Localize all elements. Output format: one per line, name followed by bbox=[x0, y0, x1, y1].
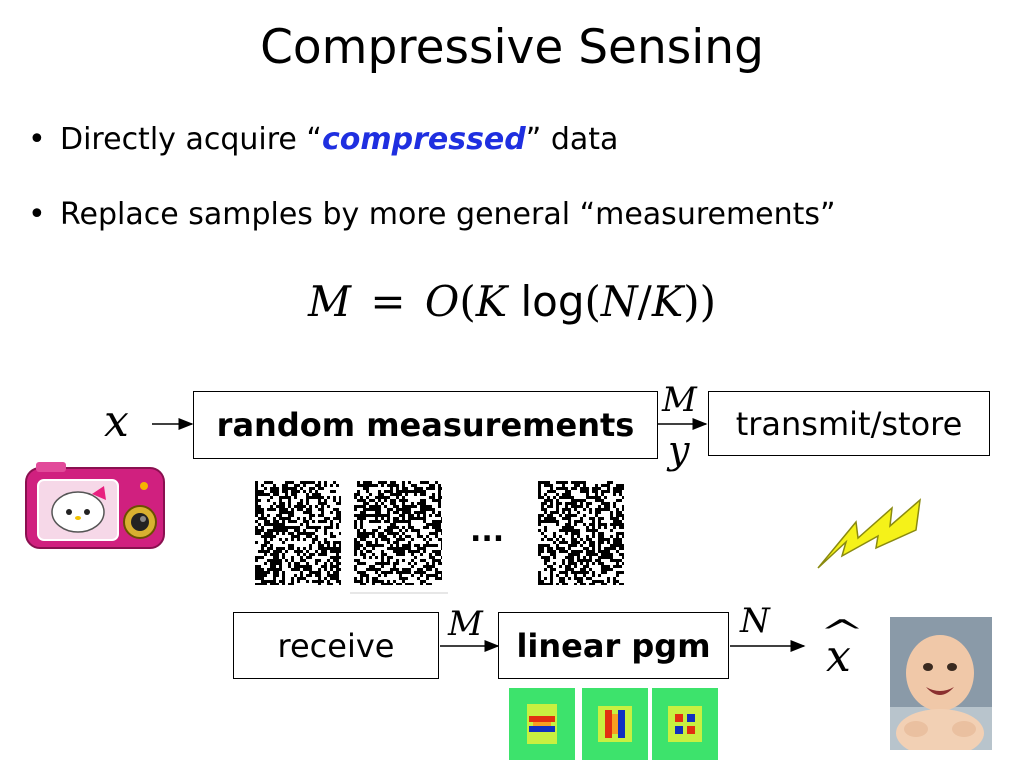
bullet-dot: • bbox=[28, 122, 46, 157]
emphasis-compressed: compressed bbox=[321, 122, 526, 157]
label-n: N bbox=[740, 601, 770, 641]
label-m-bottom: M bbox=[448, 604, 483, 644]
formula-paren-open-2: ( bbox=[584, 277, 601, 326]
formula-k-2: K bbox=[651, 277, 684, 326]
lightning-icon bbox=[817, 498, 922, 569]
output-x-hat: ^ x bbox=[819, 616, 865, 682]
formula-n: N bbox=[600, 277, 638, 326]
label-y: y bbox=[668, 428, 690, 472]
basis-image-2 bbox=[582, 688, 648, 760]
camera-icon bbox=[25, 462, 165, 549]
slide-title: Compressive Sensing bbox=[260, 20, 764, 75]
formula-log: log bbox=[520, 277, 585, 326]
transmit-store-box: transmit/store bbox=[708, 391, 990, 456]
label-m-top: M bbox=[662, 380, 697, 420]
formula-equals: = bbox=[370, 277, 406, 326]
hat-accent: ^ bbox=[819, 613, 865, 653]
bullet-text-after: ” data bbox=[525, 122, 619, 157]
bullet-replace-samples: • Replace samples by more general “measur… bbox=[28, 195, 836, 235]
bullet-directly-acquire: • Directly acquire “compressed” data bbox=[28, 120, 618, 160]
bullet-text: Replace samples by more general “measure… bbox=[60, 197, 836, 232]
receive-box: receive bbox=[233, 612, 439, 679]
formula-paren-close: )) bbox=[683, 277, 716, 326]
baby-photo bbox=[890, 617, 992, 750]
random-pattern-3 bbox=[538, 481, 624, 585]
basis-image-1 bbox=[509, 688, 575, 760]
random-pattern-1 bbox=[255, 481, 341, 585]
formula: M = O(K log(N/K)) bbox=[0, 272, 1024, 332]
linear-pgm-box: linear pgm bbox=[498, 612, 729, 679]
formula-paren-open: ( bbox=[459, 277, 476, 326]
formula-slash: / bbox=[637, 277, 652, 326]
formula-k: K bbox=[475, 277, 508, 326]
basis-image-3 bbox=[652, 688, 718, 760]
output-x: x bbox=[826, 631, 851, 682]
formula-m: M bbox=[307, 277, 351, 326]
bullet-dot: • bbox=[28, 197, 46, 232]
input-x: x bbox=[104, 396, 129, 447]
bullet-text-before: Directly acquire “ bbox=[60, 122, 322, 157]
random-measurements-box: random measurements bbox=[193, 391, 658, 459]
formula-big-o: O bbox=[424, 277, 460, 326]
ellipsis: ... bbox=[470, 514, 505, 549]
random-pattern-2 bbox=[354, 481, 442, 585]
